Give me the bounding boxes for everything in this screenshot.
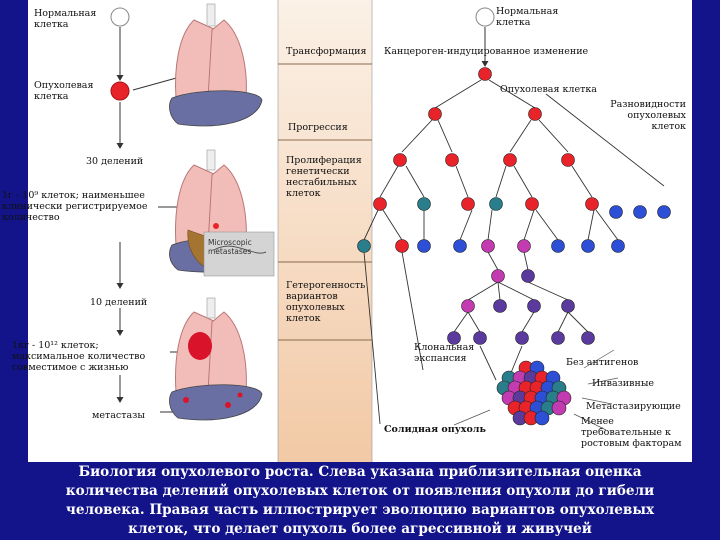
divisions-10-label: 10 делений (90, 297, 148, 308)
inset-label: Microscopic metastases (208, 238, 252, 256)
no-antigens-label: Без антигенов (566, 357, 639, 368)
invasive-label: Инвазивные (592, 378, 655, 389)
tree-cell (561, 153, 575, 167)
tree-cell (517, 239, 531, 253)
variants-label: Разновидности опухолевых клеток (610, 99, 686, 132)
cluster-cell (534, 410, 550, 426)
tree-cell (373, 197, 387, 211)
divisions-30-label: 30 делений (86, 156, 144, 167)
slide: Нормальная клетка Опухолевая клетка 30 д… (2, 0, 692, 462)
tumor-cluster-icon (496, 360, 572, 426)
carcinogen-change-label: Канцероген-индуцированное изменение (384, 46, 589, 57)
tree-cell (493, 299, 507, 313)
heterogeneity-label: Гетерогенность вариантов опухолевых клет… (286, 280, 366, 324)
clonal-tree-nodes (357, 67, 671, 345)
metastases-label: метастазы (92, 410, 145, 421)
tree-cell (491, 269, 505, 283)
transformation-label: Трансформация (286, 46, 367, 57)
tumor-mass (188, 332, 212, 360)
tree-cell (581, 331, 595, 345)
tree-cell (473, 331, 487, 345)
cluster-cell (551, 400, 567, 416)
tree-cell (461, 299, 475, 313)
clonal-tree-edges (363, 79, 665, 425)
left-normal-cell-label: Нормальная клетка (34, 8, 97, 30)
one-gram-label: 1г - 10⁹ клеток; наименьшее клинически р… (2, 190, 148, 223)
diagram-graphics (110, 0, 671, 462)
tree-cell (503, 153, 517, 167)
tree-cell (445, 153, 459, 167)
tree-cell (585, 197, 599, 211)
tree-cell (481, 239, 495, 253)
tree-cell (633, 205, 647, 219)
tree-cell (489, 197, 503, 211)
tree-cell (453, 239, 467, 253)
proliferation-label: Пролиферация генетически нестабильных кл… (286, 155, 362, 199)
metastases-inset (203, 231, 275, 277)
tree-cell (611, 239, 625, 253)
progression-label: Прогрессия (288, 122, 348, 133)
tree-cell (417, 197, 431, 211)
metastasizing-label: Метастазирующие (586, 401, 681, 412)
tree-cell (609, 205, 623, 219)
tree-cell (551, 331, 565, 345)
tree-cell (515, 331, 529, 345)
tree-cell (478, 67, 492, 81)
tree-cell (525, 197, 539, 211)
clonal-expansion-label: Клональная экспансия (414, 342, 475, 364)
lungs-liver-icon (169, 3, 263, 127)
tree-cell (527, 299, 541, 313)
lungs-liver-icon (169, 297, 263, 421)
solid-tumor-label: Солидная опухоль (384, 424, 486, 435)
one-kg-label: 1кг - 10¹² клеток; максимальное количест… (12, 340, 146, 373)
tree-cell (393, 153, 407, 167)
tree-cell (561, 299, 575, 313)
tumor-cell-icon (110, 81, 130, 101)
right-tumor-cell-label: Опухолевая клетка (500, 84, 597, 95)
tree-cell (657, 205, 671, 219)
tree-cell (417, 239, 431, 253)
caption: Биология опухолевого роста. Слева указан… (65, 464, 655, 537)
less-demanding-label: Менее требовательные к ростовым факторам (581, 416, 682, 449)
tree-cell (521, 269, 535, 283)
tree-cell (461, 197, 475, 211)
left-tumor-cell-label: Опухолевая клетка (34, 80, 94, 102)
right-normal-cell-label: Нормальная клетка (496, 6, 559, 28)
center-band (278, 0, 372, 462)
tree-cell (528, 107, 542, 121)
normal-cell-icon (110, 7, 130, 27)
tree-cell (447, 331, 461, 345)
tree-cell (357, 239, 371, 253)
tree-cell (395, 239, 409, 253)
tree-cell (428, 107, 442, 121)
tree-cell (581, 239, 595, 253)
tree-cell (551, 239, 565, 253)
